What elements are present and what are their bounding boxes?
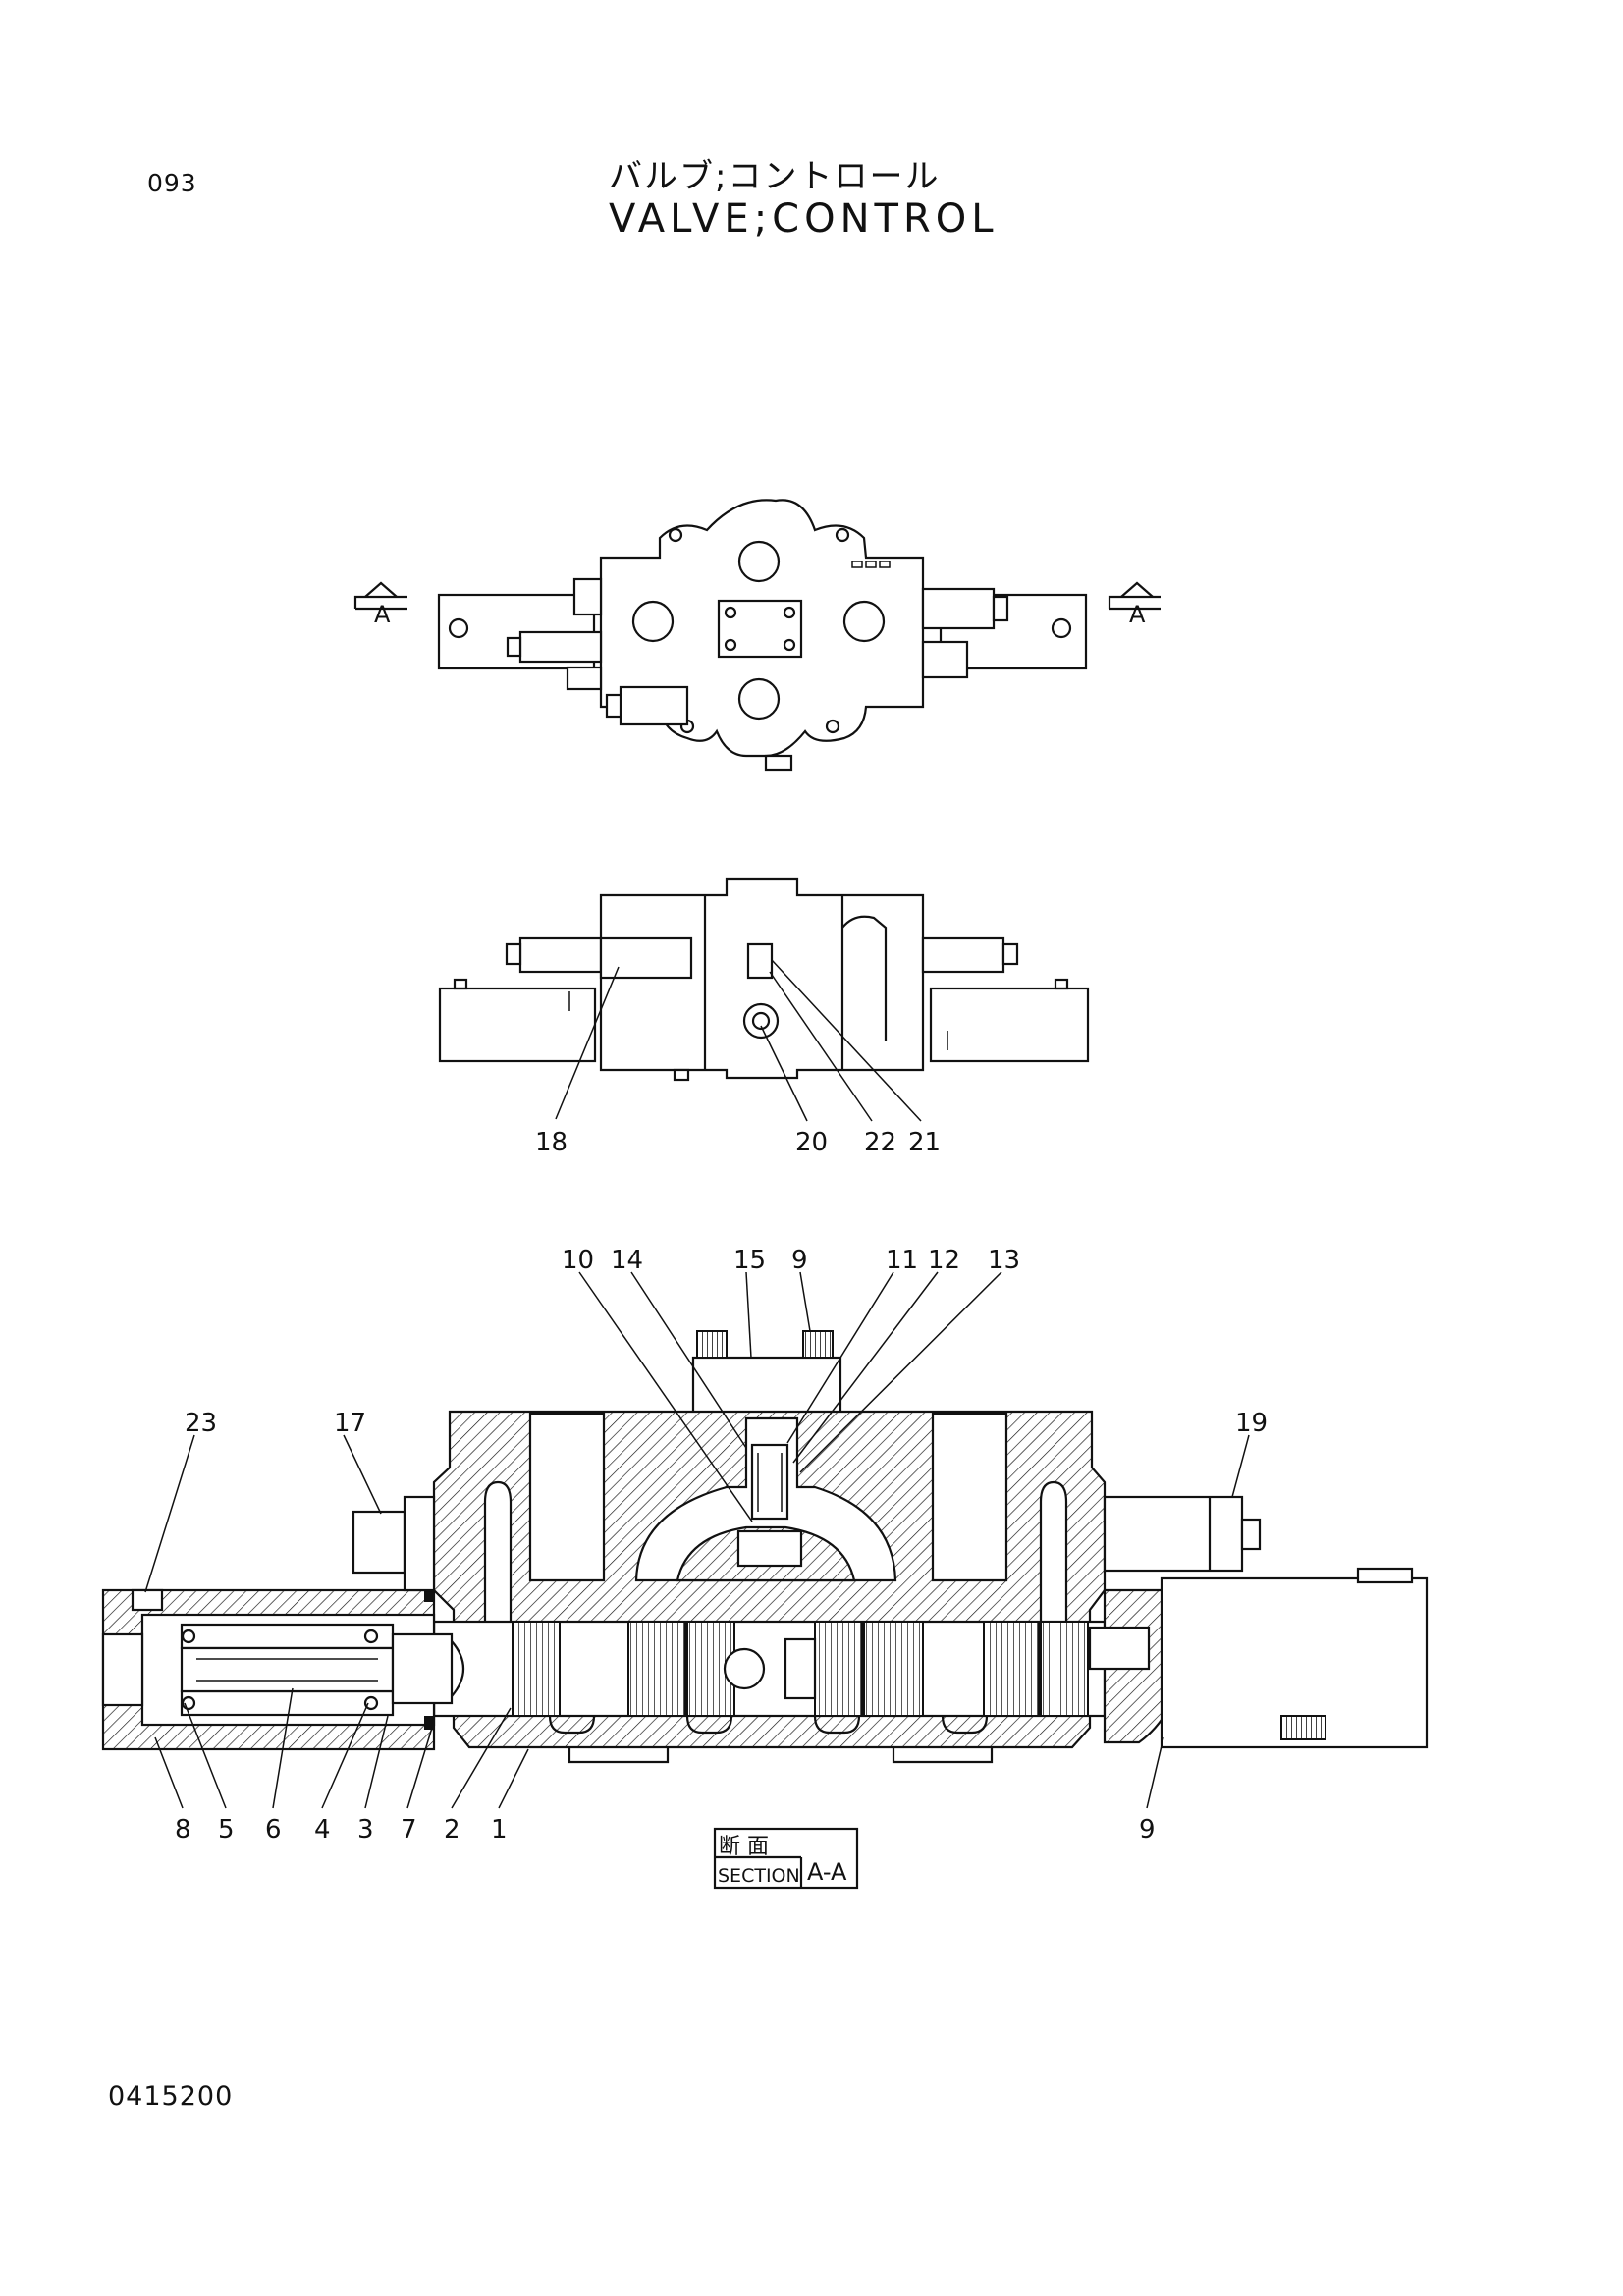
- callout-9-bottom: 9: [1139, 1815, 1156, 1844]
- callout-14: 14: [611, 1246, 643, 1275]
- callout-6: 6: [265, 1815, 282, 1844]
- cap-screw-left: [696, 1330, 728, 1359]
- callout-17: 17: [334, 1409, 366, 1438]
- callout-7: 7: [401, 1815, 417, 1844]
- callout-1: 1: [491, 1815, 508, 1844]
- section-label: 断 面 SECTION A-A: [713, 1827, 859, 1890]
- section-marker-right: A: [1108, 581, 1161, 628]
- callout-21: 21: [908, 1128, 941, 1157]
- section-marker-right-label: A: [1129, 601, 1146, 628]
- page-code: 093: [147, 169, 197, 197]
- section-view: 10 14 15 9 11 12 13 23 17 19 8 5 6 4 3 7…: [101, 1246, 1429, 1890]
- callout-2: 2: [444, 1815, 460, 1844]
- side-view: 18 20 22 21: [438, 877, 1090, 1157]
- callout-23: 23: [185, 1409, 217, 1438]
- cover-block: [691, 1356, 842, 1416]
- section-id: A-A: [807, 1858, 847, 1886]
- callout-22: 22: [864, 1128, 896, 1157]
- callout-3: 3: [357, 1815, 374, 1844]
- callout-8: 8: [175, 1815, 191, 1844]
- callout-4: 4: [314, 1815, 331, 1844]
- title-japanese: バルブ;コントロール: [609, 157, 941, 196]
- callout-20: 20: [795, 1128, 828, 1157]
- section-marker-left: A: [353, 581, 407, 628]
- drawing-number: 0415200: [108, 2081, 234, 2111]
- callout-11: 11: [886, 1246, 918, 1275]
- callout-13: 13: [988, 1246, 1020, 1275]
- right-spool-cap: [939, 593, 1088, 670]
- section-label-english: SECTION: [718, 1865, 800, 1887]
- callout-18: 18: [535, 1128, 568, 1157]
- callout-12: 12: [928, 1246, 960, 1275]
- title-english: VALVE;CONTROL: [609, 196, 999, 241]
- top-view: A A: [353, 499, 1161, 772]
- section-label-japanese: 断 面: [719, 1835, 769, 1859]
- section-marker-left-label: A: [374, 601, 391, 628]
- callout-9-top: 9: [791, 1246, 808, 1275]
- callout-5: 5: [218, 1815, 235, 1844]
- callout-10: 10: [562, 1246, 594, 1275]
- callout-19: 19: [1235, 1409, 1268, 1438]
- callout-15: 15: [733, 1246, 766, 1275]
- cap-screw-right: [802, 1330, 834, 1359]
- spool-center-ball: [723, 1647, 766, 1690]
